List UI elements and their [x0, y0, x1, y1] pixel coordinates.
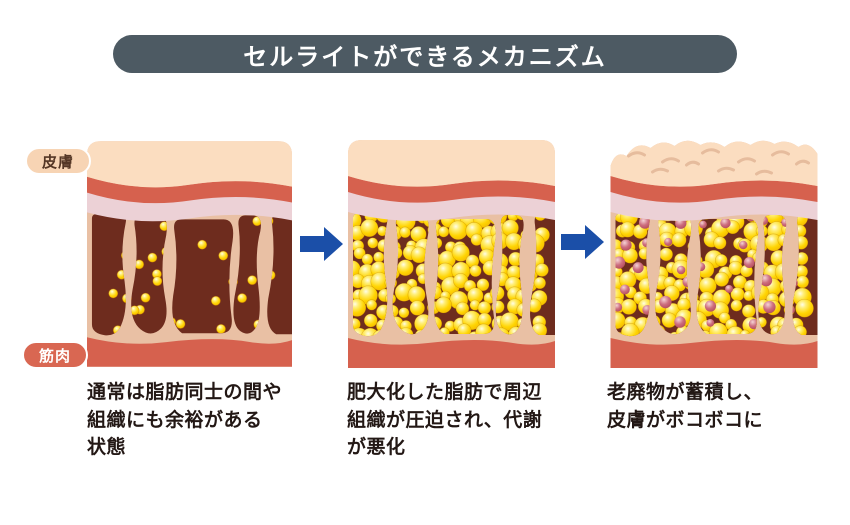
caption-line: 通常は脂肪同士の間や [87, 382, 283, 403]
title-banner: セルライトができるメカニズム [113, 35, 737, 73]
muscle-label: 筋肉 [38, 347, 71, 365]
caption-line: が悪化 [347, 437, 406, 459]
skin-cross-section-normal [87, 141, 292, 367]
skin-cross-section-enlarged-fat [348, 140, 555, 368]
caption-line: 組織が圧迫され、代謝 [347, 409, 543, 431]
muscle-label-badge: 筋肉 [22, 341, 88, 369]
arrow-right-icon [561, 225, 604, 259]
caption-normal: 通常は脂肪同士の間や 組織にも余裕がある 状態 [87, 379, 345, 462]
caption-enlarged-fat: 肥大化した脂肪で周辺 組織が圧迫され、代謝 が悪化 [347, 379, 605, 462]
skin-label: 皮膚 [41, 153, 74, 171]
caption-line: 老廃物が蓄積し、 [607, 382, 764, 403]
caption-cellulite: 老廃物が蓄積し、 皮膚がボコボコに [607, 379, 850, 434]
caption-line: 状態 [87, 437, 127, 459]
arrow-right-icon [300, 227, 343, 261]
skin-label-badge: 皮膚 [25, 147, 91, 175]
caption-line: 組織にも余裕がある [87, 409, 263, 431]
caption-line: 肥大化した脂肪で周辺 [347, 382, 543, 403]
caption-line: 皮膚がボコボコに [607, 409, 764, 431]
page-title: セルライトができるメカニズム [243, 43, 607, 71]
skin-cross-section-cellulite [610, 140, 818, 368]
